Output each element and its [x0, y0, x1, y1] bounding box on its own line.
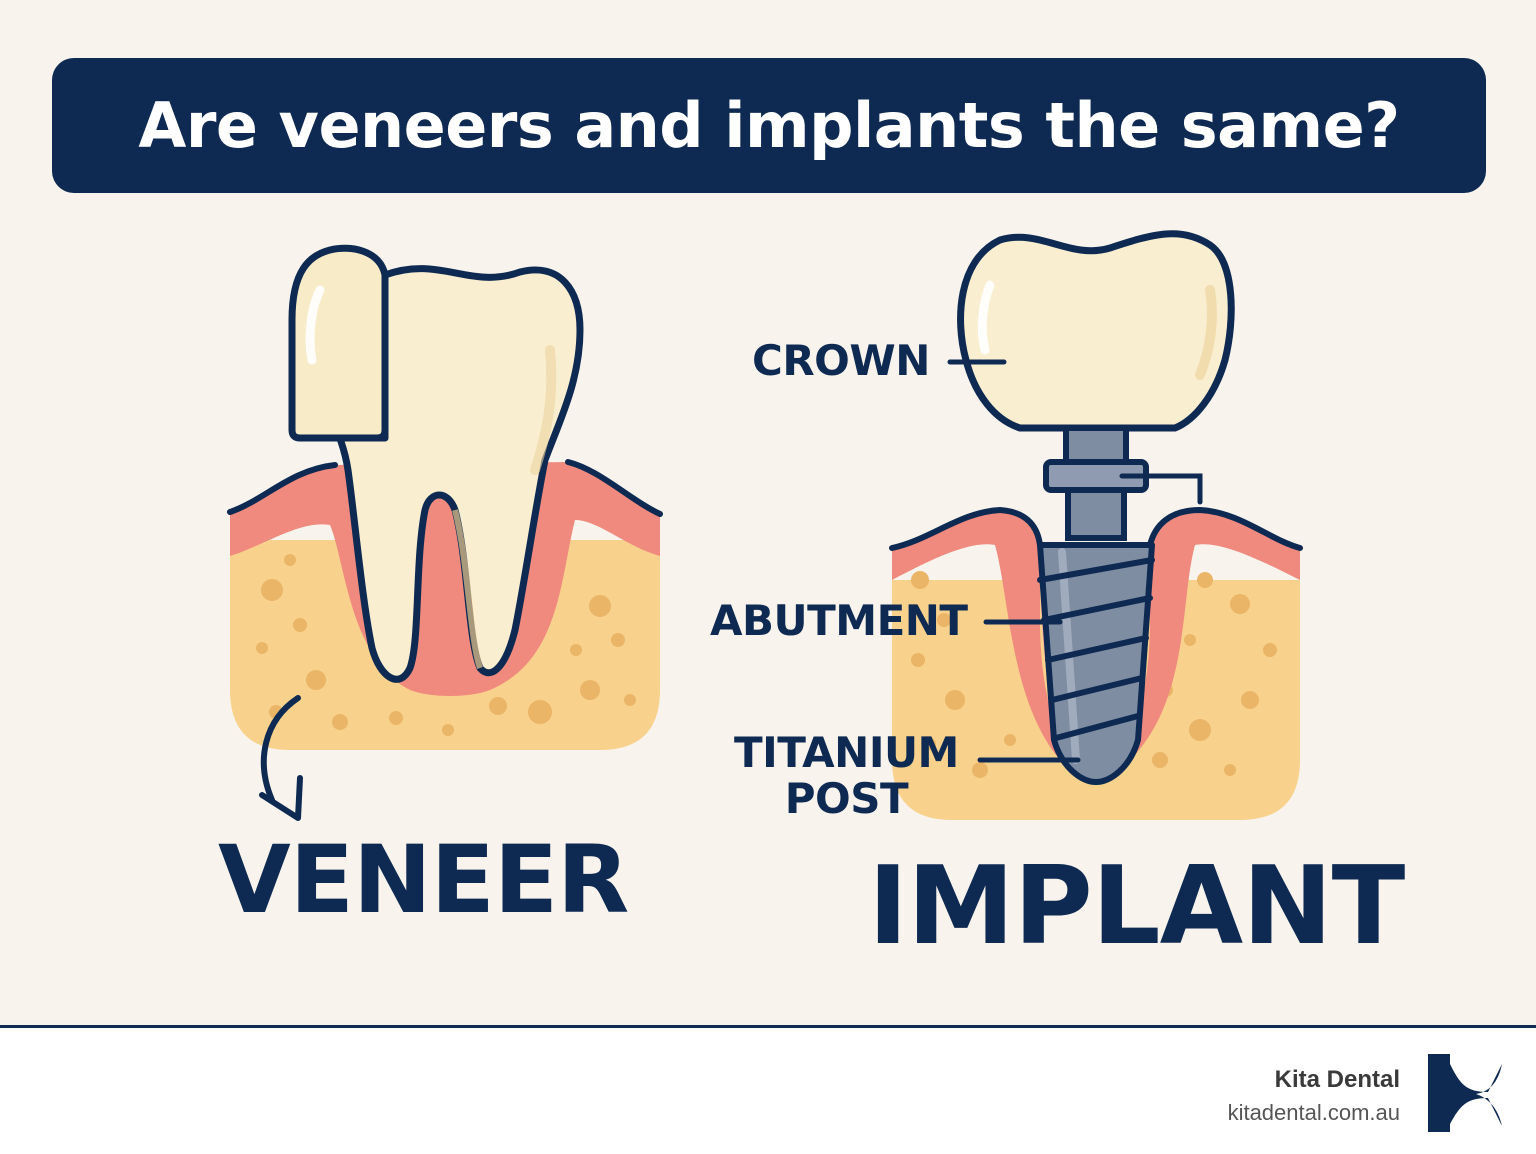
- veneer-bone-texture: [256, 554, 636, 736]
- kita-dental-logo-icon: [1428, 1054, 1502, 1132]
- abutment-label: ABUTMENT: [710, 596, 968, 645]
- implant-titanium-post: [1037, 542, 1155, 785]
- titanium-post-label-line1: TITANIUM: [734, 728, 959, 777]
- titanium-post-label: TITANIUM POST: [734, 730, 959, 822]
- implant-abutment-stem: [1063, 425, 1129, 467]
- illustration: [227, 230, 1303, 821]
- veneer-gum: [230, 462, 660, 696]
- titanium-post-label-line2: POST: [784, 774, 909, 823]
- implant-crown: [957, 230, 1235, 432]
- veneer-diagram: [227, 244, 663, 821]
- implant-label: IMPLANT: [868, 844, 1405, 969]
- implant-leader-lines: [947, 359, 1203, 763]
- veneer-arrow-icon: [259, 695, 303, 821]
- title-banner: Are veneers and implants the same?: [52, 58, 1486, 193]
- implant-threads: [1037, 557, 1155, 741]
- page-title: Are veneers and implants the same?: [138, 89, 1400, 162]
- footer: Kita Dental kitadental.com.au: [0, 1025, 1536, 1154]
- implant-diagram: [889, 230, 1303, 820]
- brand-name: Kita Dental: [1274, 1066, 1400, 1093]
- veneer-label: VENEER: [218, 826, 629, 935]
- implant-gum: [892, 510, 1300, 783]
- brand-url[interactable]: kitadental.com.au: [1227, 1100, 1400, 1125]
- crown-label: CROWN: [752, 336, 930, 385]
